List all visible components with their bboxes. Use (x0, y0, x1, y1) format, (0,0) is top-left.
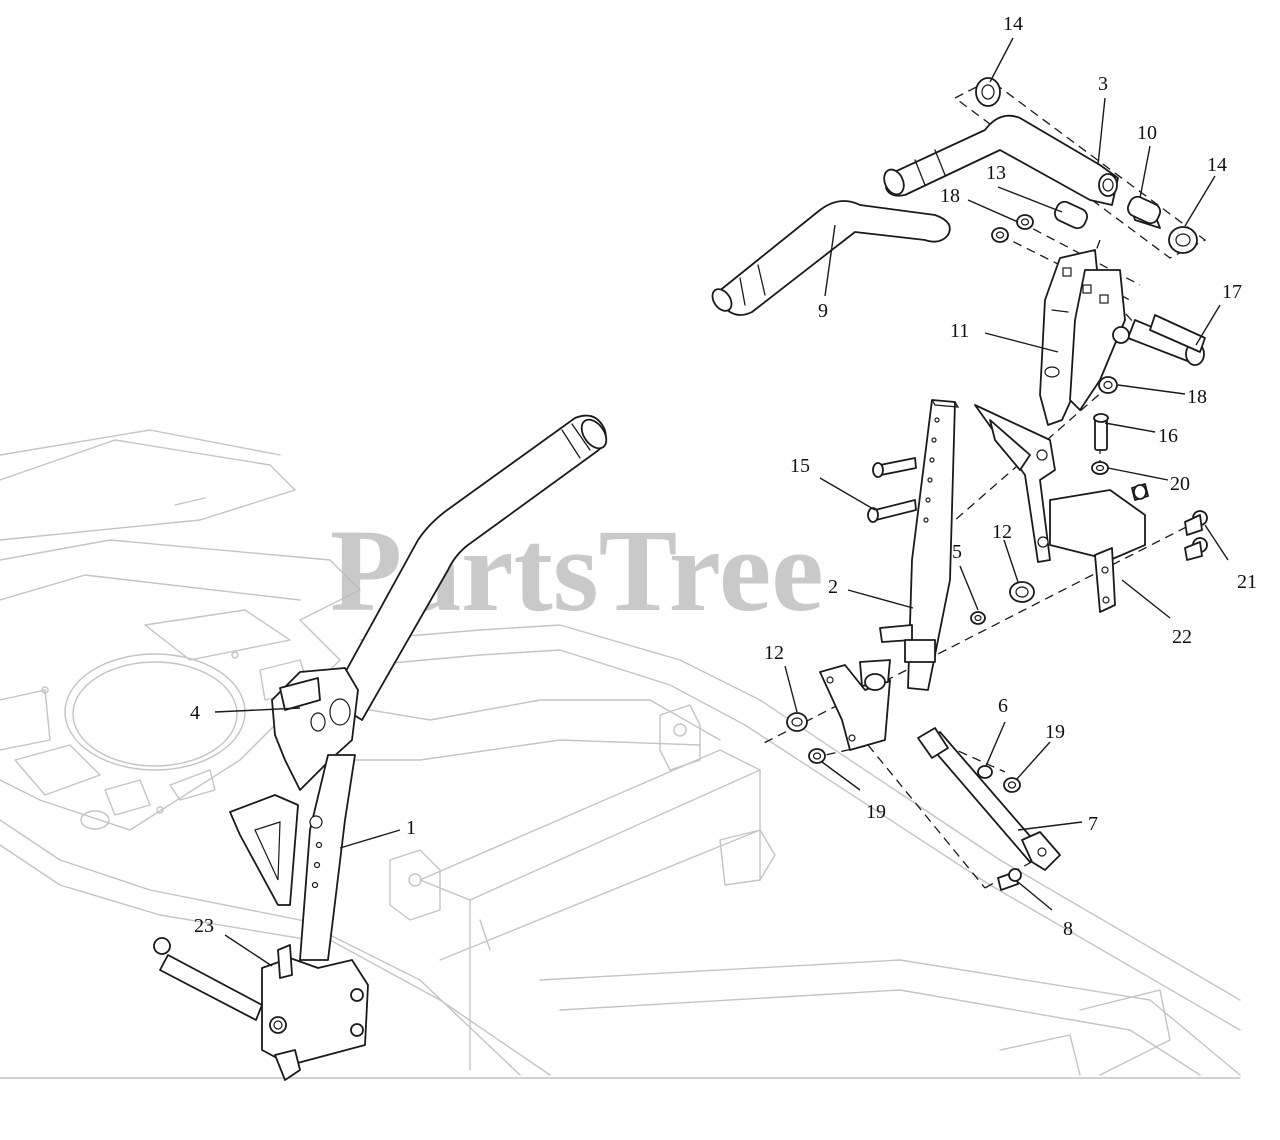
part-9-steering-lever (711, 200, 951, 316)
part-12-spacers (786, 581, 1035, 732)
part-5-spacer (970, 611, 986, 625)
callout-3: 3 (1098, 73, 1108, 95)
callout-9: 9 (818, 300, 828, 322)
callout-5: 5 (952, 541, 962, 563)
leader-lines (214, 37, 1229, 967)
pivot-bracket (819, 659, 891, 751)
installed-lever-assembly (153, 414, 608, 1081)
callout-16: 16 (1158, 425, 1178, 447)
callout-17: 17 (1222, 281, 1242, 303)
part-13-spacer (1054, 200, 1088, 230)
callout-8: 8 (1063, 918, 1073, 940)
part-18-nut-lower (1098, 376, 1118, 394)
part-8-bolt (997, 868, 1022, 891)
part-6-part-19-hardware (977, 765, 1021, 793)
callout-18-top: 18 (940, 185, 960, 207)
callout-19-left: 19 (866, 801, 886, 823)
callout-15: 15 (790, 455, 810, 477)
part-17-pivot-pins (1112, 314, 1206, 366)
part-19-nut-left (808, 748, 826, 764)
part-20-nut (1091, 461, 1109, 475)
part-3-steering-lever (883, 114, 1119, 206)
callout-11: 11 (950, 320, 969, 342)
callout-labels: 14 3 10 14 13 18 9 11 17 18 16 20 15 12 … (190, 13, 1257, 940)
callout-19-right: 19 (1045, 721, 1065, 743)
callout-2: 2 (828, 576, 838, 598)
callout-10: 10 (1137, 122, 1157, 144)
part-7-damper (917, 727, 1061, 871)
callout-12-right: 12 (992, 521, 1012, 543)
part-15-bolts (867, 457, 917, 523)
part-22-mounting-plate (974, 404, 1146, 613)
callout-4: 4 (190, 702, 200, 724)
part-2-lever-arm (879, 399, 960, 691)
callout-12-left: 12 (764, 642, 784, 664)
callout-22: 22 (1172, 626, 1192, 648)
part-14-bushings (975, 77, 1198, 254)
callout-23: 23 (194, 915, 214, 937)
callout-7: 7 (1088, 813, 1098, 835)
callout-20: 20 (1170, 473, 1190, 495)
part-21-bolts (1131, 483, 1208, 561)
callout-1: 1 (406, 817, 416, 839)
callout-6: 6 (998, 695, 1008, 717)
callout-21: 21 (1237, 571, 1257, 593)
part-11-bracket (1039, 249, 1126, 426)
callout-14-right: 14 (1207, 154, 1227, 176)
callout-18-lower: 18 (1187, 386, 1207, 408)
callout-13: 13 (986, 162, 1006, 184)
part-10-spacer (1127, 195, 1161, 229)
callout-14-top: 14 (1003, 13, 1023, 35)
part-16-bolt (1093, 413, 1109, 451)
